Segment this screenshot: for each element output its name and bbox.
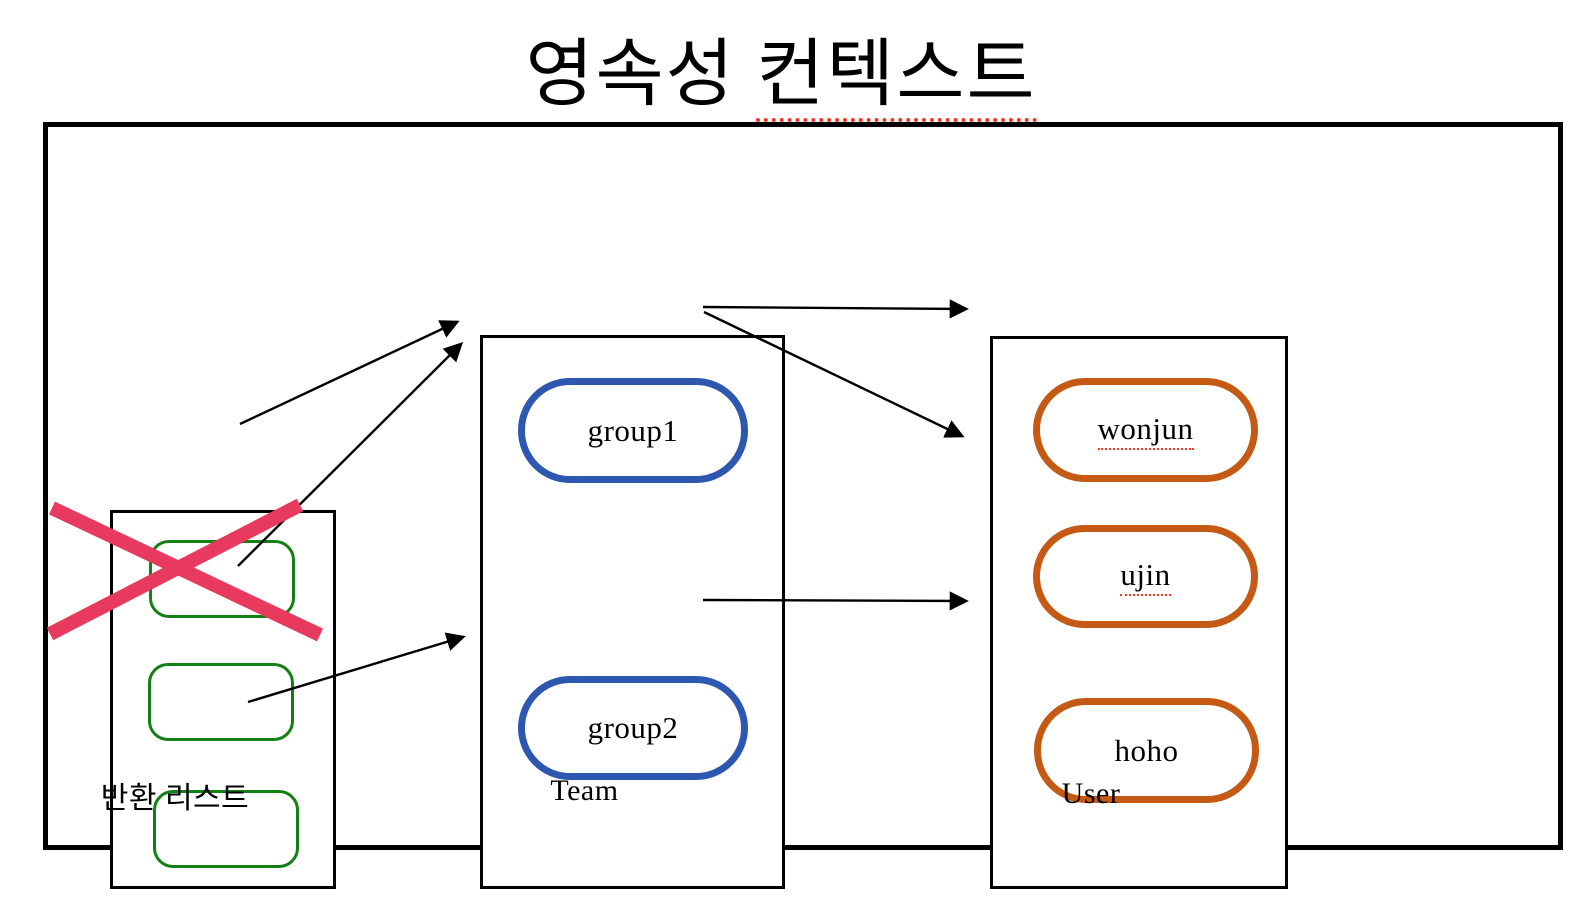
user-node-ujin-label: ujin bbox=[1120, 557, 1171, 596]
return-list-label: 반환 리스트 bbox=[100, 782, 250, 815]
user-node-wonjun-label: wonjun bbox=[1097, 411, 1194, 450]
diagram-title: 영속성 컨텍스트 bbox=[0, 14, 1562, 122]
team-node-group1: group1 bbox=[518, 378, 748, 483]
team-label: Team bbox=[550, 774, 619, 807]
team-node-group2: group2 bbox=[518, 676, 748, 780]
title-prefix: 영속성 bbox=[525, 34, 757, 116]
user-node-hoho-label: hoho bbox=[1114, 732, 1179, 768]
entity-slot-2-crossed-out bbox=[148, 663, 294, 741]
user-node-hoho: hoho bbox=[1034, 698, 1259, 803]
user-box: wonjun ujin hoho bbox=[990, 336, 1288, 889]
persistence-context-box: group1 group2 wonjun ujin hoho bbox=[43, 122, 1563, 889]
entity-slot-3 bbox=[153, 790, 299, 868]
team-node-group1-label: group1 bbox=[587, 412, 679, 448]
return-list-box bbox=[110, 510, 336, 889]
team-node-group2-label: group2 bbox=[587, 710, 679, 745]
entity-slot-1 bbox=[149, 540, 295, 618]
title-underlined-word: 컨텍스트 bbox=[756, 34, 1037, 122]
user-node-ujin: ujin bbox=[1033, 525, 1258, 628]
user-node-wonjun: wonjun bbox=[1033, 378, 1258, 482]
user-label: User bbox=[1061, 777, 1121, 810]
